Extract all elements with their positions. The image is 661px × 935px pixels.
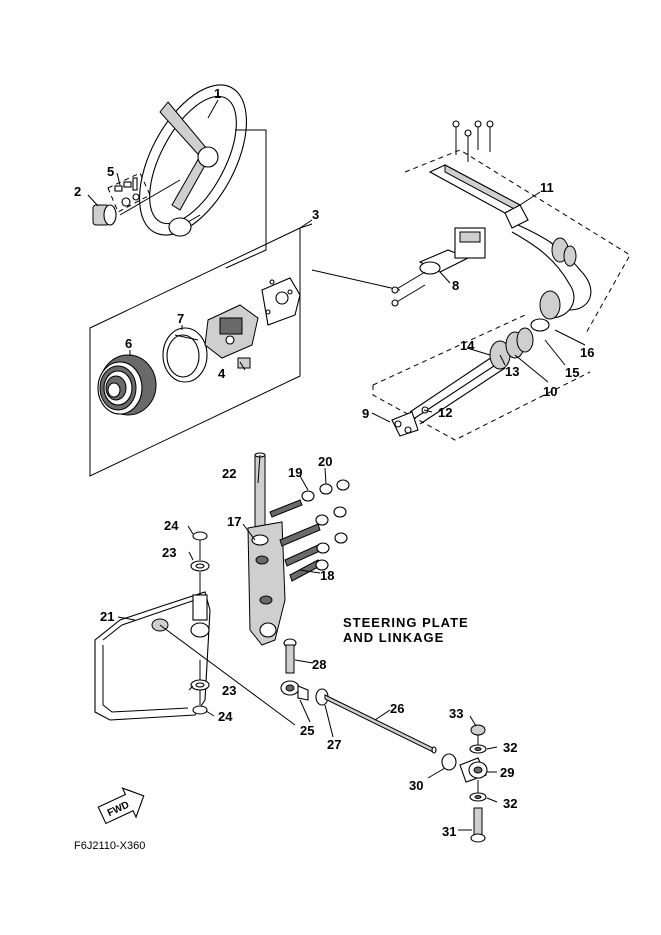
fwd-arrow-icon: FWD — [97, 787, 145, 825]
callout-23-top: 23 — [162, 545, 176, 560]
steering-arm-bracket — [247, 521, 286, 646]
steering-wheel — [138, 84, 248, 237]
callout-12: 12 — [438, 405, 452, 420]
bolt-28 — [283, 638, 297, 674]
callout-13: 13 — [505, 364, 519, 379]
helm-assembly-box — [89, 223, 313, 477]
steering-plate — [94, 591, 211, 721]
harness-rail — [428, 164, 529, 229]
callout-21: 21 — [100, 609, 114, 624]
callout-32-top: 32 — [503, 740, 517, 755]
leader-lines — [87, 99, 586, 831]
joint-29 — [459, 757, 488, 783]
callout-22: 22 — [222, 466, 236, 481]
control-cables — [511, 224, 592, 332]
helm-pump — [391, 227, 486, 307]
callout-29: 29 — [500, 765, 514, 780]
tie-rod — [324, 694, 437, 754]
callout-19: 19 — [288, 465, 302, 480]
callout-9: 9 — [362, 406, 369, 421]
plate-washers — [190, 531, 210, 715]
callout-4: 4 — [218, 366, 226, 381]
ball-joint-25 — [280, 680, 309, 701]
callout-23-bottom: 23 — [222, 683, 236, 698]
callout-26: 26 — [390, 701, 404, 716]
callout-8: 8 — [452, 278, 459, 293]
callout-labels: 1 2 3 4 5 6 7 8 9 10 11 12 13 14 15 16 1… — [74, 86, 594, 839]
callout-24-top: 24 — [164, 518, 179, 533]
callout-5: 5 — [107, 164, 114, 179]
callout-15: 15 — [565, 365, 579, 380]
callout-30: 30 — [409, 778, 423, 793]
callout-11: 11 — [540, 180, 554, 195]
top-bolts — [452, 120, 494, 162]
callout-2: 2 — [74, 184, 81, 199]
helm-cover — [97, 354, 157, 416]
cable-harness-dashed-outline — [372, 149, 631, 441]
helm-mechanism — [204, 277, 301, 359]
callout-33: 33 — [449, 706, 463, 721]
callout-27: 27 — [327, 737, 341, 752]
callout-7: 7 — [177, 311, 184, 326]
helm-bezel — [162, 327, 208, 383]
callout-20: 20 — [318, 454, 332, 469]
callout-24-bottom: 24 — [218, 709, 233, 724]
diagram-title-line1: STEERING PLATE — [343, 615, 469, 630]
callout-6: 6 — [125, 336, 132, 351]
callout-31: 31 — [442, 824, 456, 839]
callout-16: 16 — [580, 345, 594, 360]
nuts-and-washers — [301, 479, 350, 571]
callout-28: 28 — [312, 657, 326, 672]
diagram-code: F6J2110-X360 — [74, 840, 145, 852]
wheel-nut — [92, 204, 117, 226]
callout-17: 17 — [227, 514, 241, 529]
callout-3: 3 — [312, 207, 319, 222]
key-set — [107, 172, 151, 213]
steering-shaft — [254, 452, 266, 531]
studs — [269, 499, 321, 582]
callout-1: 1 — [214, 86, 221, 101]
diagram-title-line2: AND LINKAGE — [343, 630, 444, 645]
callout-32-bottom: 32 — [503, 796, 517, 811]
callout-14: 14 — [460, 338, 475, 353]
callout-18: 18 — [320, 568, 334, 583]
callout-10: 10 — [543, 384, 557, 399]
small-bracket — [237, 357, 251, 369]
washer-30 — [441, 753, 457, 771]
hardware-29-33 — [469, 724, 487, 843]
callout-25: 25 — [300, 723, 314, 738]
